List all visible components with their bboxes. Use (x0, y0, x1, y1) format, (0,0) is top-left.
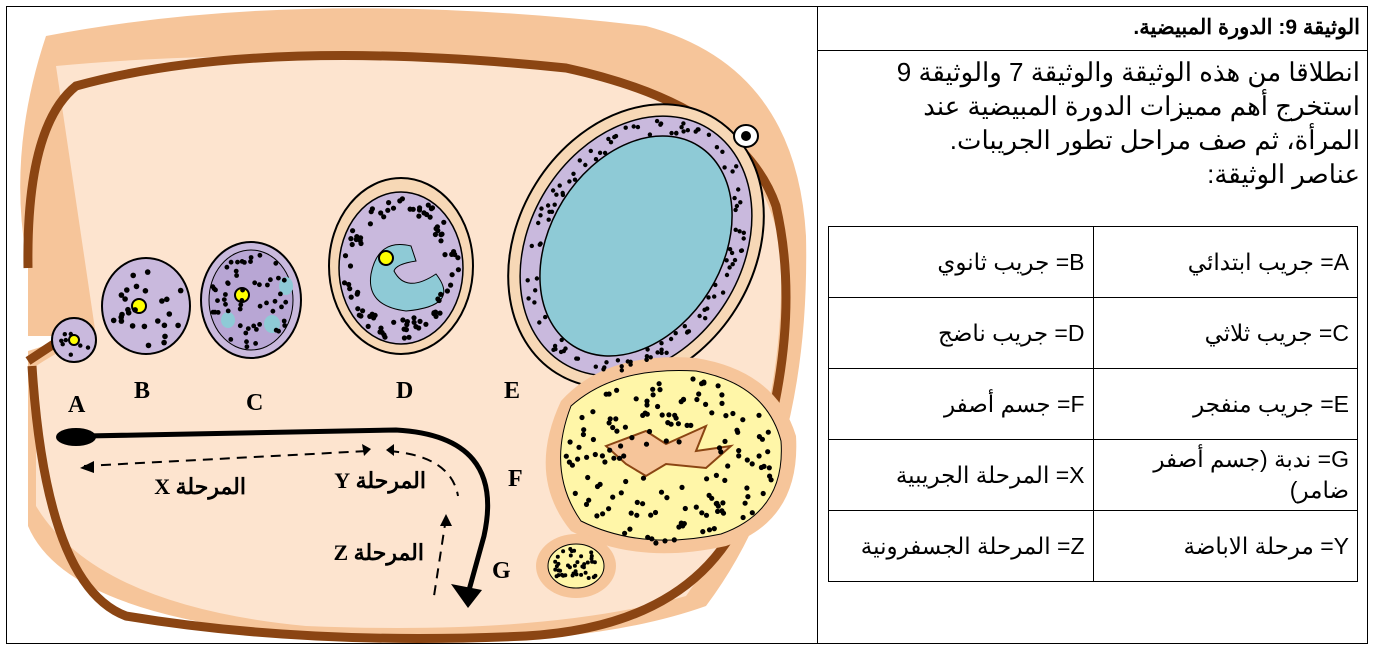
label-c: C (246, 390, 263, 416)
legend-cell: Z= المرحلة الجسفرونية (829, 511, 1094, 582)
legend-cell: E= جريب منفجر (1093, 369, 1358, 440)
label-d: D (396, 378, 413, 404)
follicle-a (52, 318, 96, 362)
legend-table: A= جريب ابتدائي B= جريب ثانوي C= جريب ثل… (828, 226, 1358, 582)
document-title: الوثيقة 9: الدورة المبيضية. (818, 6, 1368, 51)
instruction-line-2: استخرج أهم مميزات الدورة المبيضية عند (826, 89, 1360, 123)
instruction-line-4: عناصر الوثيقة: (826, 157, 1360, 191)
legend-cell: C= جريب ثلاثي (1093, 298, 1358, 369)
label-b: B (134, 378, 150, 404)
legend-row: Y= مرحلة الاباضة Z= المرحلة الجسفرونية (829, 511, 1358, 582)
label-phase-x: المرحلة X (154, 474, 246, 500)
legend-cell: B= جريب ثانوي (829, 227, 1094, 298)
label-g: G (492, 558, 511, 584)
ovarian-cycle-diagram: A B C D E F G المرحلة X المرحلة Y المرحل… (6, 6, 818, 644)
label-e: E (504, 378, 520, 404)
instructions: انطلاقا من هذه الوثيقة والوثيقة 7 والوثي… (818, 51, 1368, 191)
legend-cell: A= جريب ابتدائي (1093, 227, 1358, 298)
legend-row: G= ندبة (جسم أصفر ضامر) X= المرحلة الجري… (829, 440, 1358, 511)
label-phase-z: المرحلة Z (333, 540, 424, 566)
label-a: A (68, 392, 86, 418)
legend-cell: F= جسم أصفر (829, 369, 1094, 440)
label-f: F (508, 466, 523, 492)
document-panel: الوثيقة 9: الدورة المبيضية. انطلاقا من ه… (818, 6, 1368, 644)
label-phase-y: المرحلة Y (334, 468, 426, 494)
legend-row: A= جريب ابتدائي B= جريب ثانوي (829, 227, 1358, 298)
ovary-illustration: A B C D E F G المرحلة X المرحلة Y المرحل… (6, 6, 818, 644)
legend-row: E= جريب منفجر F= جسم أصفر (829, 369, 1358, 440)
legend-cell: X= المرحلة الجريبية (829, 440, 1094, 511)
legend-cell: Y= مرحلة الاباضة (1093, 511, 1358, 582)
instruction-line-3: المرأة، ثم صف مراحل تطور الجريبات. (826, 123, 1360, 157)
legend-cell: D= جريب ناضج (829, 298, 1094, 369)
instruction-line-1: انطلاقا من هذه الوثيقة والوثيقة 7 والوثي… (826, 55, 1360, 89)
legend-row: C= جريب ثلاثي D= جريب ناضج (829, 298, 1358, 369)
legend-cell: G= ندبة (جسم أصفر ضامر) (1093, 440, 1358, 511)
